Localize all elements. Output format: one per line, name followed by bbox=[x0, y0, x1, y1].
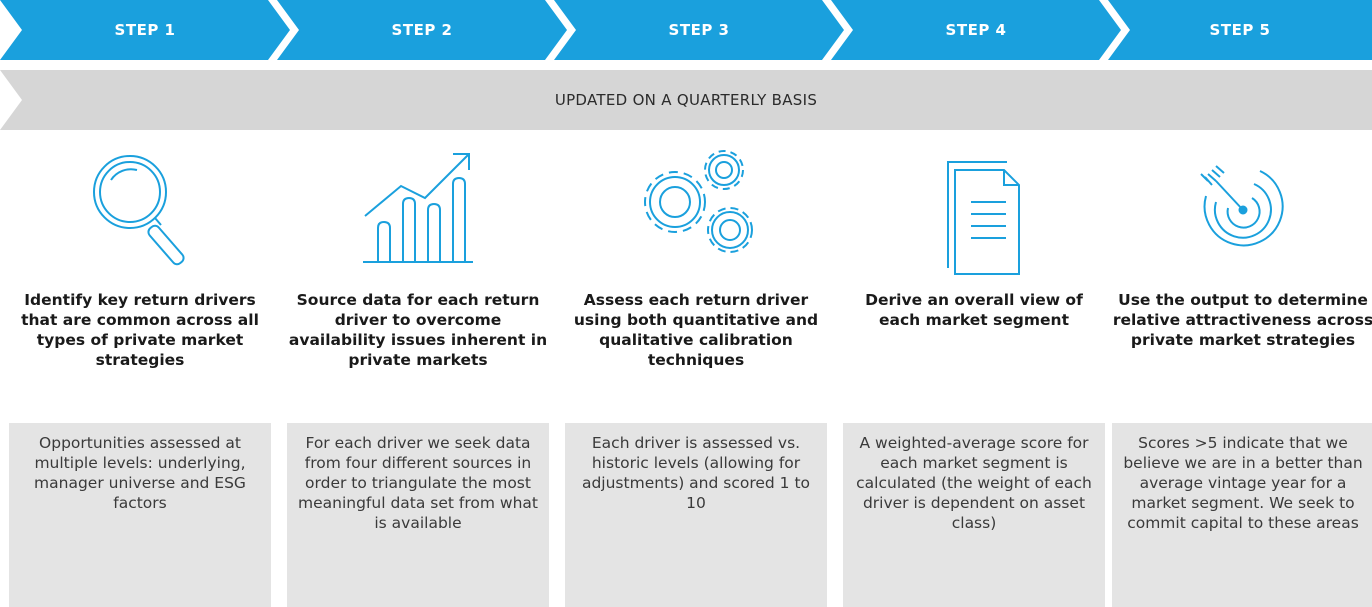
chevron-shape bbox=[1108, 0, 1372, 60]
step-3-chevron: STEP 3 bbox=[554, 0, 844, 60]
step-5-description: Scores >5 indicate that we believe we ar… bbox=[1112, 423, 1372, 607]
step-1-heading: Identify key return drivers that are com… bbox=[21, 291, 259, 369]
step-label: STEP 3 bbox=[668, 21, 730, 39]
step-5-chevron: STEP 5 bbox=[1108, 0, 1372, 60]
step-label: STEP 5 bbox=[1209, 21, 1271, 39]
step-2-heading: Source data for each return driver to ov… bbox=[288, 291, 548, 369]
quarterly-banner: UPDATED ON A QUARTERLY BASIS bbox=[0, 70, 1372, 130]
target-arrow-icon bbox=[1112, 140, 1372, 290]
step-4-chevron: STEP 4 bbox=[831, 0, 1121, 60]
step-1-description: Opportunities assessed at multiple level… bbox=[9, 423, 271, 607]
chevron-shape bbox=[831, 0, 1121, 60]
gears-icon bbox=[565, 140, 827, 290]
chevron-shape bbox=[554, 0, 844, 60]
magnifying-glass-icon bbox=[9, 140, 271, 290]
banner-label: UPDATED ON A QUARTERLY BASIS bbox=[554, 91, 818, 109]
banner-shape bbox=[0, 70, 1372, 130]
chevron-shape bbox=[277, 0, 567, 60]
step-4-description: A weighted-average score for each market… bbox=[843, 423, 1105, 607]
step-label: STEP 2 bbox=[391, 21, 453, 39]
document-icon bbox=[843, 140, 1105, 290]
step-2-description: For each driver we seek data from four d… bbox=[287, 423, 549, 607]
chevron-shape bbox=[0, 0, 290, 60]
step-3-heading: Assess each return driver using both qua… bbox=[573, 291, 819, 369]
step-label: STEP 4 bbox=[945, 21, 1007, 39]
step-3-description: Each driver is assessed vs. historic lev… bbox=[565, 423, 827, 607]
step-1-chevron: STEP 1 bbox=[0, 0, 290, 60]
step-5-heading: Use the output to determine relative att… bbox=[1112, 291, 1372, 349]
step-label: STEP 1 bbox=[114, 21, 176, 39]
steps-bar: STEP 1 STEP 2 STEP 3 STEP 4 STEP 5 bbox=[0, 0, 1372, 60]
step-4-heading: Derive an overall view of each market se… bbox=[865, 291, 1083, 329]
step-2-chevron: STEP 2 bbox=[277, 0, 567, 60]
bar-chart-rising-arrow-icon bbox=[287, 140, 549, 290]
